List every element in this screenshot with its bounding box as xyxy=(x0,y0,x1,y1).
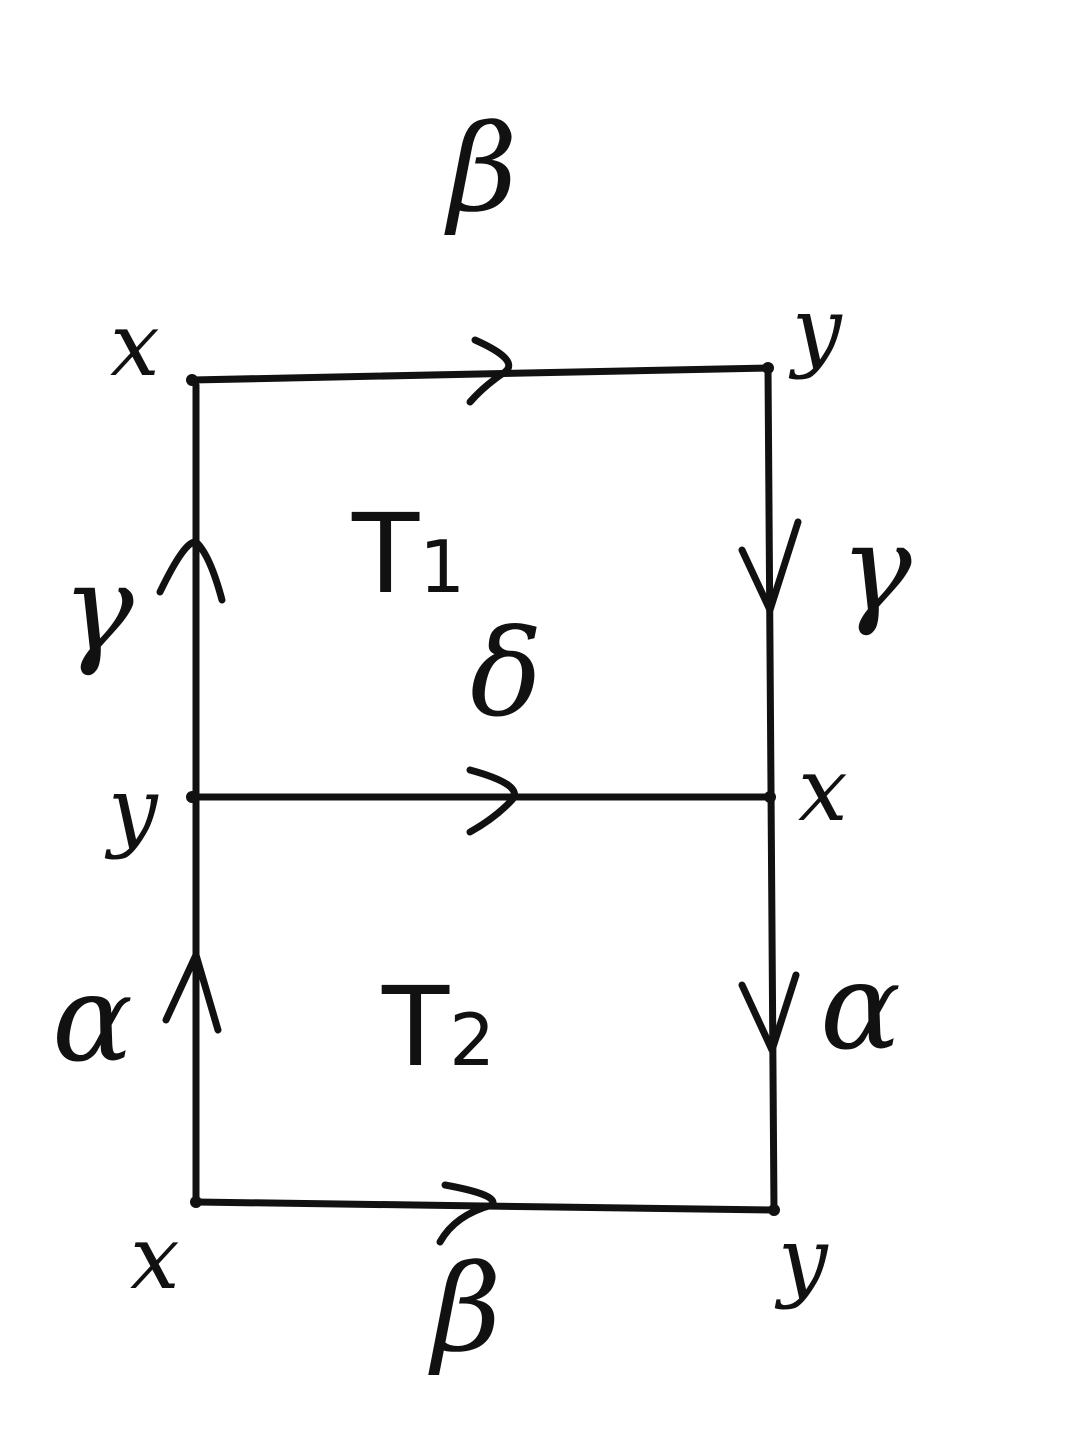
right-edge xyxy=(764,364,778,1216)
vertex-dot xyxy=(186,374,198,386)
face-label-upper-subscript: 1 xyxy=(419,525,465,609)
right-lower-arrow-icon xyxy=(738,971,800,1054)
face-label-upper-letter: T xyxy=(351,490,420,618)
vertex-label-bottom-right: y xyxy=(774,1208,829,1311)
vertex-dot xyxy=(190,1196,202,1208)
bottom-edge-label: β xyxy=(428,1240,501,1379)
vertex-dot xyxy=(768,1204,780,1216)
left-lower-arrow-icon xyxy=(162,951,222,1034)
vertex-label-top-left: x xyxy=(110,293,160,396)
right-lower-edge-label: α xyxy=(820,938,901,1077)
middle-edge-arrow-icon xyxy=(466,766,518,836)
vertex-label-bottom-left: x xyxy=(130,1206,180,1309)
vertex-dot xyxy=(764,791,776,803)
left-upper-edge-label: γ xyxy=(62,540,134,679)
face-label-upper: T1 xyxy=(351,490,465,618)
top-edge xyxy=(188,364,772,384)
vertex-dot xyxy=(762,362,774,374)
right-upper-edge-label: γ xyxy=(840,500,912,639)
vertex-label-mid-right: x xyxy=(798,738,848,841)
face-label-lower-subscript: 2 xyxy=(449,998,495,1082)
vertex-dot xyxy=(186,791,198,803)
face-label-lower: T2 xyxy=(381,963,495,1091)
top-edge-arrow-icon xyxy=(466,336,513,406)
top-edge-label: β xyxy=(444,100,517,239)
middle-edge-label: δ xyxy=(470,605,542,744)
left-upper-arrow-icon xyxy=(156,538,226,604)
right-upper-arrow-icon xyxy=(738,518,802,614)
bottom-edge-arrow-icon xyxy=(436,1181,497,1246)
vertex-label-mid-left: y xyxy=(104,758,159,861)
face-label-lower-letter: T xyxy=(381,963,450,1091)
left-lower-edge-label: α xyxy=(52,950,133,1089)
vertex-label-top-right: y xyxy=(788,278,843,381)
